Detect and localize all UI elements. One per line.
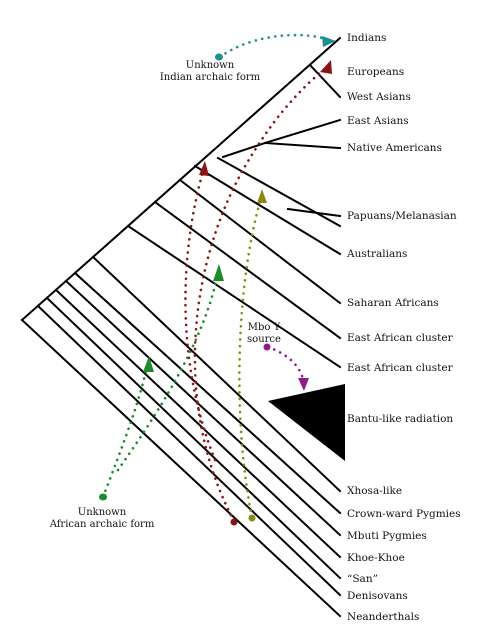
branch-mbuti xyxy=(64,279,342,537)
mbo-y-line2: source xyxy=(247,334,281,345)
branch-khoe-khoe xyxy=(54,288,342,559)
mbo-y-line1: Mbo Y xyxy=(248,322,281,333)
branch-eurasian-node xyxy=(221,141,267,159)
branch-west-asians xyxy=(308,63,342,99)
flow-purple xyxy=(266,345,306,386)
teal-arrowhead xyxy=(322,36,336,47)
branch-papuans xyxy=(216,156,342,228)
annotation-labels: Unknown Indian archaic form Mbo Y source… xyxy=(49,60,281,530)
teal-source-dot xyxy=(215,53,223,61)
green-source-dot xyxy=(99,493,107,501)
indian-archaic-line2: Indian archaic form xyxy=(160,72,261,83)
purple-source-dot xyxy=(263,343,271,351)
flow-olive xyxy=(238,193,264,519)
label-europeans: Europeans xyxy=(347,66,404,78)
label-mbuti: Mbuti Pygmies xyxy=(347,530,427,542)
flow-red-to-eastasian xyxy=(184,166,217,462)
red-arrowhead-europeans xyxy=(320,60,332,74)
branch-xhosa xyxy=(91,255,342,493)
label-denisovans: Denisovans xyxy=(347,590,408,602)
african-archaic-line2: African archaic form xyxy=(49,519,155,530)
red-arrowhead-node xyxy=(199,161,209,176)
taxon-labels: Indians Europeans West Asians East Asian… xyxy=(346,32,461,623)
tree-branches xyxy=(20,36,342,618)
label-australians: Australians xyxy=(346,248,407,260)
label-san: “San” xyxy=(347,573,378,585)
label-east-asians: East Asians xyxy=(347,115,409,127)
red-source-dot xyxy=(230,518,238,526)
flow-markers xyxy=(99,36,336,526)
flow-green-1 xyxy=(101,360,150,499)
branch-saharan xyxy=(178,178,342,305)
label-khoe-khoe: Khoe-Khoe xyxy=(347,552,405,564)
branch-crownward-pygmies xyxy=(73,271,342,515)
purple-arrowhead xyxy=(298,378,309,391)
label-xhosa: Xhosa-like xyxy=(347,485,402,497)
branch-neanderthals xyxy=(20,318,342,618)
branch-native-americans xyxy=(263,141,342,150)
label-neanderthals: Neanderthals xyxy=(347,611,419,623)
african-archaic-line1: Unknown xyxy=(78,507,127,518)
green-arrowhead-2 xyxy=(213,264,224,281)
branch-east-african-2 xyxy=(126,224,342,369)
green-arrowhead-1 xyxy=(143,356,154,372)
flow-indian-archaic xyxy=(218,33,332,59)
label-crownward-pygmies: Crown-ward Pygmies xyxy=(347,508,461,520)
label-saharan: Saharan Africans xyxy=(347,297,439,309)
olive-arrowhead xyxy=(257,189,267,203)
branch-australians xyxy=(193,164,342,256)
label-indians: Indians xyxy=(347,32,386,44)
branch-east-african-1 xyxy=(153,200,342,340)
label-east-african-2: East African cluster xyxy=(347,362,454,374)
label-bantu: Bantu-like radiation xyxy=(347,413,453,425)
flow-green-2 xyxy=(116,270,220,472)
olive-source-dot xyxy=(248,514,256,522)
label-east-african-1: East African cluster xyxy=(347,332,454,344)
bantu-radiation-wedge xyxy=(268,384,345,461)
branch-san xyxy=(45,296,342,580)
gene-flow-arrows xyxy=(101,33,332,523)
branch-denisovans xyxy=(36,304,342,597)
label-papuans: Papuans/Melanasian xyxy=(347,210,457,222)
label-west-asians: West Asians xyxy=(347,91,411,103)
flow-red-to-europeans xyxy=(193,64,330,523)
label-native-americans: Native Americans xyxy=(347,142,442,154)
branch-east-asians xyxy=(263,118,342,145)
branch-papuans-tip xyxy=(286,207,342,218)
indian-archaic-line1: Unknown xyxy=(186,60,235,71)
